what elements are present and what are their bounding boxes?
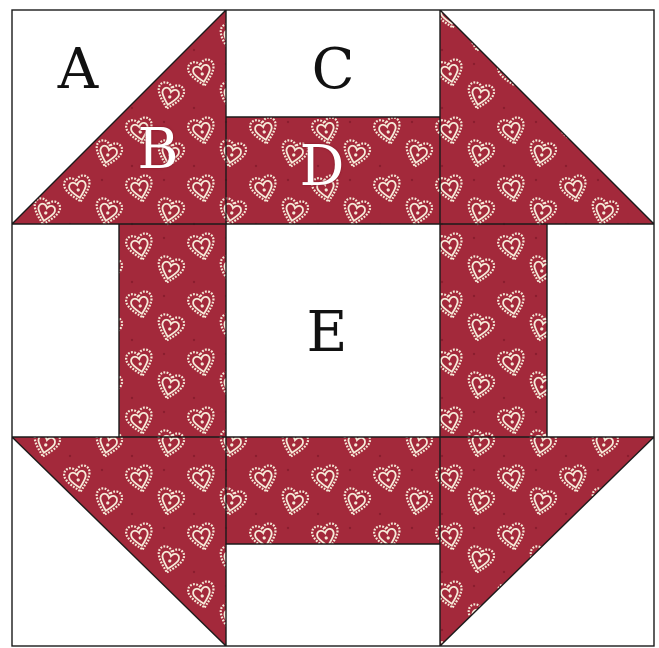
patch-c-left (12, 224, 119, 437)
patch-d-right (440, 224, 547, 437)
label-b: B (137, 122, 178, 178)
patch-d-left (119, 224, 226, 437)
patch-d-bottom (226, 437, 440, 544)
label-a: A (58, 42, 98, 98)
label-d: D (300, 139, 345, 195)
label-e: E (307, 305, 348, 361)
patch-c-bottom (226, 544, 440, 646)
label-c: C (312, 42, 355, 98)
patch-c-right (547, 224, 654, 437)
